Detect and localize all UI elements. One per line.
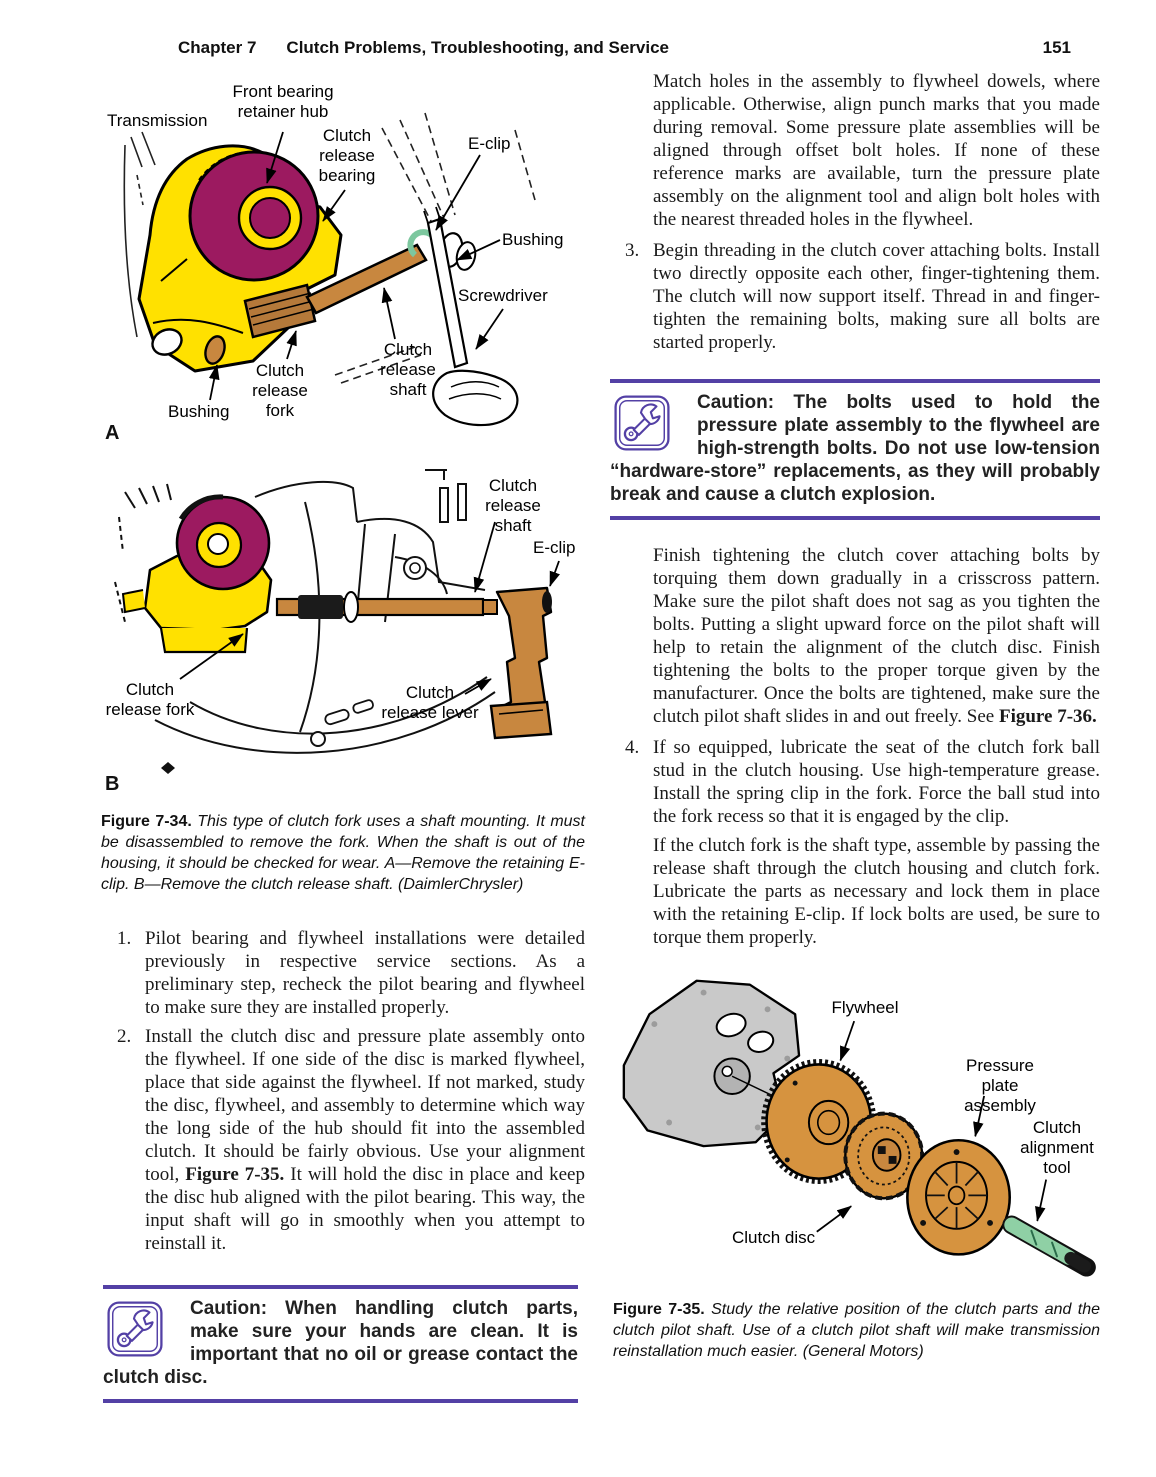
- chapter-title: Clutch Problems, Troubleshooting, and Se…: [286, 38, 669, 57]
- label-front-bearing-retainer-hub: Front bearing retainer hub: [232, 82, 334, 122]
- list-item-3-number: 3.: [625, 240, 640, 261]
- figure-7-34-caption-text: This type of clutch fork uses a shaft mo…: [101, 813, 585, 893]
- label-screwdriver: Screwdriver: [458, 286, 548, 305]
- label-clutch-release-fork-b: Clutch release fork: [105, 680, 195, 720]
- chapter-label: Chapter 7: [178, 38, 257, 57]
- label-bushing-left: Bushing: [168, 402, 230, 421]
- figure-7-34-panel-a: Transmission Front bearing retainer hub …: [95, 75, 585, 450]
- bushing-left-art: [204, 335, 226, 365]
- paragraph-shaft-type: If the clutch fork is the shaft type, as…: [653, 835, 1100, 948]
- figure-7-35-caption-text: Study the relative position of the clutc…: [613, 1301, 1101, 1360]
- panel-letter-b: B: [105, 773, 120, 795]
- label-clutch-alignment-tool: Clutch alignment tool: [1020, 1118, 1094, 1178]
- paragraph-match-holes: Match holes in the assembly to flywheel …: [653, 71, 1100, 230]
- figure-a-illustration: [123, 112, 536, 427]
- pressure-plate-art: [906, 1138, 1011, 1256]
- label-pressure-plate-assembly: Pressure plate assembly: [964, 1056, 1036, 1116]
- figure-b-illustration: [114, 469, 560, 774]
- wrench-icon: [613, 394, 671, 452]
- page-number: 151: [1042, 38, 1071, 57]
- list-item-2-text: Install the clutch disc and pressure pla…: [145, 1026, 585, 1254]
- figure-7-35-caption: Figure 7-35. Study the relative position…: [610, 1299, 1100, 1362]
- wrench-icon: [106, 1300, 164, 1358]
- list-item-2: 2. Install the clutch disc and pressure …: [95, 1025, 585, 1255]
- caution-left-text: Caution: When handling clutch parts, mak…: [103, 1298, 578, 1388]
- label-clutch-release-lever: Clutch release lever: [381, 683, 479, 723]
- list-item-1: 1. Pilot bearing and flywheel installati…: [95, 927, 585, 1019]
- list-item-3-text: Begin threading in the clutch cover atta…: [653, 240, 1100, 353]
- hand-art: [432, 369, 519, 427]
- right-column: Match holes in the assembly to flywheel …: [610, 70, 1100, 1362]
- figure-7-35-caption-label: Figure 7-35.: [613, 1301, 705, 1318]
- label-flywheel: Flywheel: [831, 998, 899, 1017]
- figure-7-35-reference: Figure 7-35.: [185, 1164, 285, 1185]
- caution-right-text: Caution: The bolts used to hold the pres…: [610, 392, 1100, 505]
- label-clutch-release-shaft: Clutch release shaft: [380, 340, 436, 400]
- list-item-3: 3. Begin threading in the clutch cover a…: [610, 239, 1100, 354]
- list-item-1-text: Pilot bearing and flywheel installations…: [145, 928, 585, 1018]
- label-e-clip: E-clip: [468, 134, 511, 153]
- caution-box-left: Caution: When handling clutch parts, mak…: [103, 1285, 578, 1403]
- label-clutch-disc: Clutch disc: [732, 1228, 816, 1247]
- list-item-4-number: 4.: [625, 737, 640, 758]
- list-item-1-number: 1.: [117, 928, 132, 949]
- figure-7-34-panel-b: Clutch release shaft E-clip Clutch relea…: [95, 462, 585, 797]
- label-transmission: Transmission: [107, 111, 208, 130]
- list-item-2-number: 2.: [117, 1026, 132, 1047]
- engine-housing-art: [622, 979, 801, 1148]
- page-header: Chapter 7 Clutch Problems, Troubleshootin…: [178, 38, 669, 58]
- list-item-4: 4. If so equipped, lubricate the seat of…: [610, 736, 1100, 828]
- alignment-tool-art: [1002, 1215, 1096, 1277]
- figure-7-34-caption: Figure 7-34. This type of clutch fork us…: [95, 811, 585, 895]
- label-clutch-release-shaft-b: Clutch release shaft: [485, 476, 541, 536]
- label-bushing-right: Bushing: [502, 230, 564, 249]
- paragraph-finish-tightening: Finish tightening the clutch cover attac…: [653, 545, 1100, 727]
- label-e-clip-b: E-clip: [533, 538, 576, 557]
- figure-7-35: Flywheel Pressure plate assembly Clutch …: [610, 965, 1100, 1285]
- label-clutch-release-bearing: Clutch release bearing: [318, 126, 376, 186]
- list-item-4-text: If so equipped, lubricate the seat of th…: [653, 737, 1100, 827]
- e-clip-art-b: [542, 591, 552, 613]
- caution-box-right: Caution: The bolts used to hold the pres…: [610, 379, 1100, 520]
- label-clutch-release-fork: Clutch release fork: [252, 361, 308, 421]
- panel-letter-a: A: [105, 422, 120, 444]
- figure-7-35-illustration: [622, 979, 1096, 1277]
- figure-7-34-caption-label: Figure 7-34.: [101, 813, 192, 830]
- figure-7-36-reference: Figure 7-36.: [998, 706, 1097, 727]
- clutch-release-shaft-art: [305, 243, 428, 315]
- left-column: Transmission Front bearing retainer hub …: [95, 70, 585, 1403]
